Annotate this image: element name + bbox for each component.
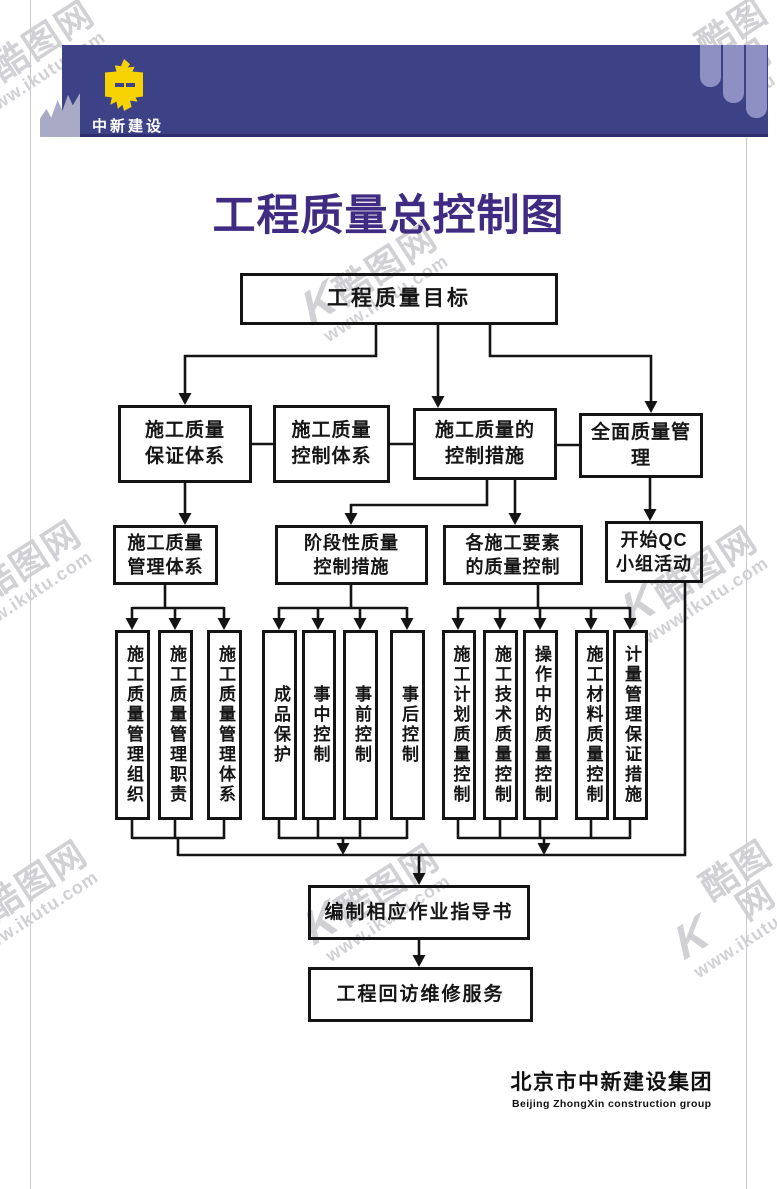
node-quality-control-system: 施工质量 控制体系 bbox=[273, 405, 390, 483]
header-banner: 中新建设 bbox=[40, 45, 768, 137]
header-decor-strip bbox=[723, 45, 744, 103]
node-finished-product-protection: 成品保护 bbox=[262, 630, 297, 820]
page-title: 工程质量总控制图 bbox=[212, 192, 565, 240]
node-element-quality-control: 各施工要素 的质量控制 bbox=[443, 525, 583, 585]
node-quality-assurance-system: 施工质量 保证体系 bbox=[118, 405, 252, 483]
node-work-instruction: 编制相应作业指导书 bbox=[308, 885, 530, 940]
footer-company: 北京市中新建设集团 Beijing ZhongXin construction … bbox=[511, 1066, 714, 1110]
logo-eye-icon bbox=[115, 83, 124, 87]
node-advance-control: 事前控制 bbox=[343, 630, 378, 820]
header-decor-strip bbox=[746, 45, 767, 118]
company-name-cn: 北京市中新建设集团 bbox=[510, 1071, 713, 1094]
node-management-duty: 施工质量管理职责 bbox=[158, 630, 193, 820]
company-logo-icon bbox=[105, 59, 143, 111]
node-total-quality-management: 全面质量管理 bbox=[579, 413, 703, 478]
node-in-process-control: 事中控制 bbox=[302, 630, 336, 820]
left-fold-line bbox=[30, 0, 31, 1189]
node-qc-group-activity: 开始QC 小组活动 bbox=[605, 521, 703, 583]
header-decor-strip bbox=[700, 45, 721, 87]
node-management-system: 施工质量管理体系 bbox=[207, 630, 242, 820]
company-name-en: Beijing ZhongXin construction group bbox=[512, 1098, 712, 1110]
node-management-organization: 施工质量管理组织 bbox=[115, 630, 150, 820]
logo-eye-icon bbox=[126, 83, 135, 87]
node-measurement-assurance: 计量管理保证措施 bbox=[613, 630, 648, 820]
node-operation-quality-control: 操作中的质量控制 bbox=[523, 630, 558, 820]
node-after-control: 事后控制 bbox=[390, 630, 425, 820]
node-technology-quality-control: 施工技术质量控制 bbox=[483, 630, 518, 820]
node-quality-management-system: 施工质量 管理体系 bbox=[113, 525, 218, 585]
node-stage-quality-measures: 阶段性质量 控制措施 bbox=[275, 525, 428, 585]
node-quality-goal: 工程质量目标 bbox=[240, 273, 558, 325]
brand-name: 中新建设 bbox=[92, 118, 165, 135]
node-material-quality-control: 施工材料质量控制 bbox=[575, 630, 609, 820]
node-return-visit-service: 工程回访维修服务 bbox=[308, 967, 533, 1022]
node-plan-quality-control: 施工计划质量控制 bbox=[442, 630, 476, 820]
node-quality-control-measures: 施工质量的 控制措施 bbox=[413, 408, 557, 480]
right-fold-line bbox=[746, 0, 747, 1189]
